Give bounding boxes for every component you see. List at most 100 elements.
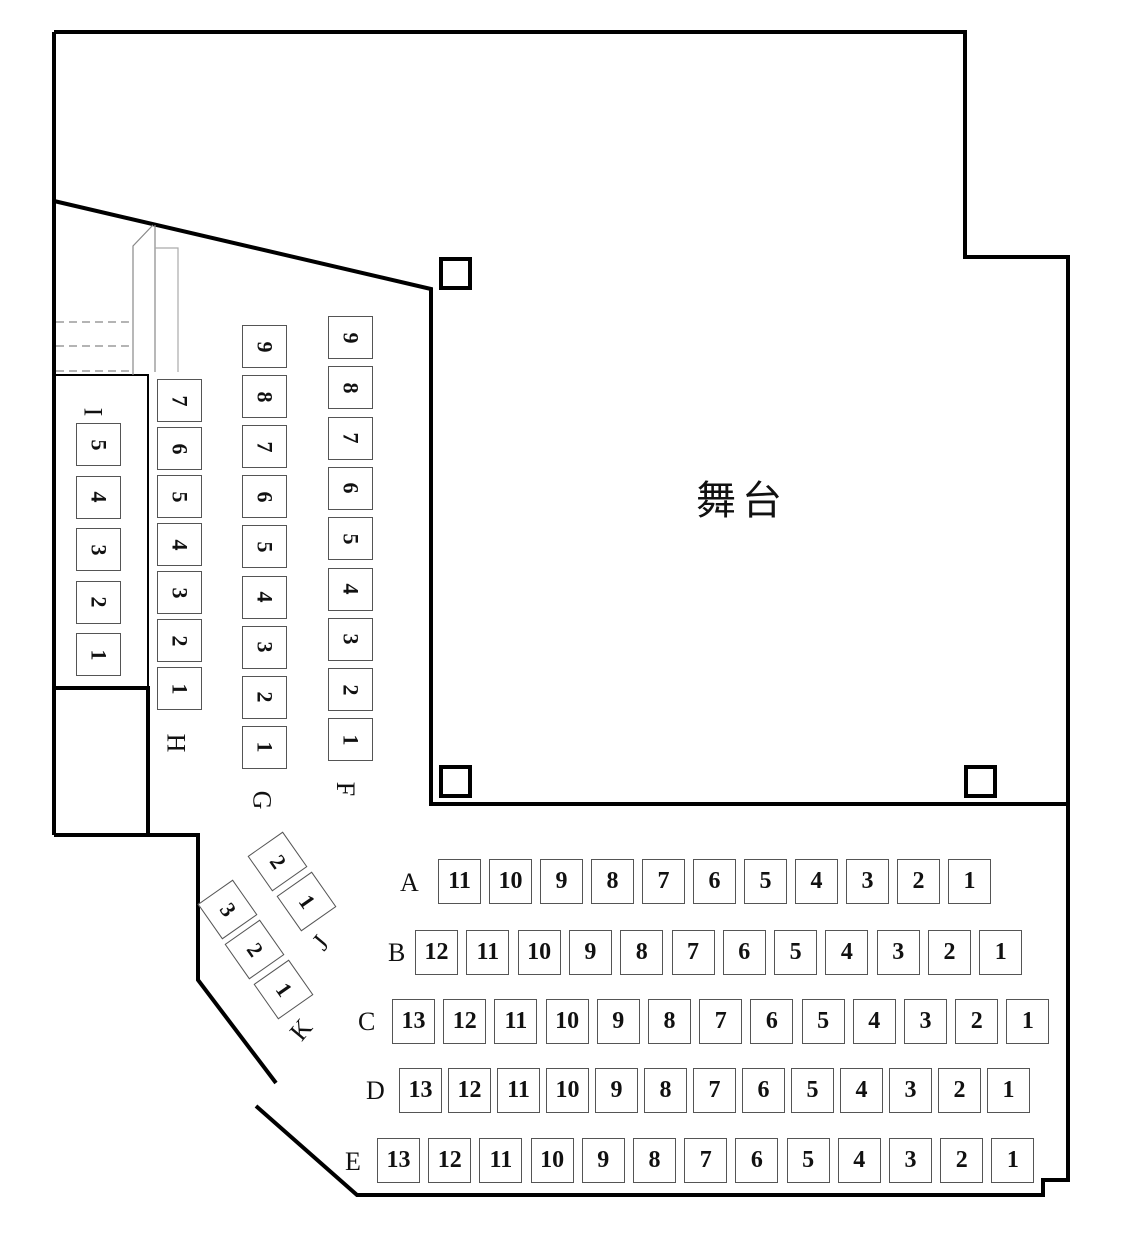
seat-c-10[interactable]: 10	[545, 999, 589, 1044]
seat-f-2[interactable]: 2	[328, 668, 373, 712]
seat-b-8[interactable]: 8	[620, 930, 664, 975]
seat-c-12[interactable]: 12	[443, 999, 487, 1044]
seat-c-4[interactable]: 4	[852, 999, 896, 1044]
seat-number: 2	[264, 849, 292, 873]
seat-a-6[interactable]: 6	[693, 859, 736, 904]
seat-d-8[interactable]: 8	[644, 1068, 687, 1113]
seat-number: 1	[270, 977, 298, 1001]
seat-b-2[interactable]: 2	[928, 930, 971, 975]
seat-d-11[interactable]: 11	[497, 1068, 540, 1113]
seat-e-2[interactable]: 2	[940, 1138, 984, 1183]
seat-a-10[interactable]: 10	[489, 859, 532, 904]
seat-i-1[interactable]: 1	[76, 633, 121, 676]
seat-c-7[interactable]: 7	[699, 999, 743, 1044]
seat-g-4[interactable]: 4	[242, 575, 287, 619]
seat-d-9[interactable]: 9	[595, 1068, 638, 1113]
seat-a-1[interactable]: 1	[948, 859, 991, 904]
seat-e-8[interactable]: 8	[633, 1138, 676, 1183]
seat-number: 3	[86, 544, 112, 555]
seat-b-5[interactable]: 5	[774, 930, 818, 975]
seat-h-6[interactable]: 6	[157, 427, 202, 470]
seat-i-5[interactable]: 5	[76, 423, 121, 466]
seat-f-7[interactable]: 7	[328, 416, 373, 460]
seat-g-8[interactable]: 8	[242, 375, 287, 419]
seat-e-1[interactable]: 1	[991, 1138, 1035, 1183]
seat-d-10[interactable]: 10	[546, 1068, 589, 1113]
seat-d-7[interactable]: 7	[693, 1068, 736, 1113]
seat-h-1[interactable]: 1	[157, 667, 202, 710]
seat-d-12[interactable]: 12	[448, 1068, 491, 1113]
seat-d-3[interactable]: 3	[889, 1068, 932, 1113]
seat-b-9[interactable]: 9	[568, 930, 612, 975]
seat-b-3[interactable]: 3	[876, 930, 920, 975]
seat-d-6[interactable]: 6	[742, 1068, 785, 1113]
seat-number: 5	[338, 533, 364, 545]
seat-f-5[interactable]: 5	[328, 517, 373, 561]
seat-e-5[interactable]: 5	[786, 1138, 830, 1183]
seat-e-11[interactable]: 11	[479, 1138, 523, 1183]
seat-i-2[interactable]: 2	[76, 580, 121, 624]
seat-i-3[interactable]: 3	[76, 528, 121, 571]
seat-h-3[interactable]: 3	[157, 571, 202, 614]
seat-e-4[interactable]: 4	[837, 1138, 881, 1183]
seat-g-5[interactable]: 5	[242, 525, 287, 569]
seat-b-1[interactable]: 1	[979, 930, 1023, 975]
seat-a-11[interactable]: 11	[438, 859, 481, 904]
seat-c-8[interactable]: 8	[648, 999, 691, 1044]
seat-c-1[interactable]: 1	[1006, 999, 1050, 1044]
seat-b-6[interactable]: 6	[722, 930, 766, 975]
seat-d-4[interactable]: 4	[840, 1068, 883, 1113]
seat-c-9[interactable]: 9	[596, 999, 640, 1044]
seat-g-2[interactable]: 2	[242, 675, 287, 719]
seat-g-7[interactable]: 7	[242, 425, 287, 469]
seat-f-9[interactable]: 9	[328, 316, 373, 359]
seat-a-3[interactable]: 3	[846, 859, 889, 904]
seat-c-3[interactable]: 3	[904, 999, 947, 1044]
seat-f-3[interactable]: 3	[328, 617, 373, 661]
seat-a-5[interactable]: 5	[744, 859, 787, 904]
seat-a-7[interactable]: 7	[642, 859, 685, 904]
seat-d-2[interactable]: 2	[938, 1068, 981, 1113]
seat-g-1[interactable]: 1	[242, 725, 287, 769]
seat-c-2[interactable]: 2	[955, 999, 999, 1044]
seat-h-7[interactable]: 7	[157, 379, 202, 422]
seat-e-6[interactable]: 6	[735, 1138, 779, 1183]
seat-f-4[interactable]: 4	[328, 567, 373, 611]
seat-b-4[interactable]: 4	[825, 930, 869, 975]
seat-e-10[interactable]: 10	[530, 1138, 574, 1183]
seat-h-4[interactable]: 4	[157, 523, 202, 566]
seat-c-6[interactable]: 6	[750, 999, 794, 1044]
seat-c-13[interactable]: 13	[392, 999, 435, 1044]
seat-b-11[interactable]: 11	[466, 930, 510, 975]
seat-e-13[interactable]: 13	[377, 1138, 420, 1183]
seat-f-6[interactable]: 6	[328, 466, 373, 510]
seat-h-5[interactable]: 5	[157, 475, 202, 518]
seat-a-2[interactable]: 2	[897, 859, 940, 904]
seat-a-9[interactable]: 9	[540, 859, 583, 904]
seat-c-5[interactable]: 5	[801, 999, 845, 1044]
seat-e-3[interactable]: 3	[889, 1138, 932, 1183]
seat-b-7[interactable]: 7	[671, 930, 715, 975]
seat-number: 5	[86, 439, 112, 450]
seat-e-12[interactable]: 12	[428, 1138, 472, 1183]
pillar-top-left	[439, 257, 472, 290]
seat-a-8[interactable]: 8	[591, 859, 634, 904]
seat-h-2[interactable]: 2	[157, 619, 202, 662]
seat-d-13[interactable]: 13	[399, 1068, 442, 1113]
seat-e-7[interactable]: 7	[684, 1138, 728, 1183]
seat-f-1[interactable]: 1	[328, 718, 373, 762]
seat-i-4[interactable]: 4	[76, 475, 121, 519]
seat-d-5[interactable]: 5	[791, 1068, 834, 1113]
seat-number: 4	[252, 591, 278, 603]
seat-d-1[interactable]: 1	[987, 1068, 1030, 1113]
seat-number: 8	[338, 382, 364, 394]
seat-f-8[interactable]: 8	[328, 366, 373, 410]
seat-b-12[interactable]: 12	[415, 930, 458, 975]
seat-a-4[interactable]: 4	[795, 859, 838, 904]
seat-g-9[interactable]: 9	[242, 325, 287, 368]
seat-c-11[interactable]: 11	[494, 999, 538, 1044]
seat-b-10[interactable]: 10	[517, 930, 561, 975]
seat-e-9[interactable]: 9	[581, 1138, 625, 1183]
seat-g-3[interactable]: 3	[242, 625, 287, 669]
seat-g-6[interactable]: 6	[242, 475, 287, 519]
